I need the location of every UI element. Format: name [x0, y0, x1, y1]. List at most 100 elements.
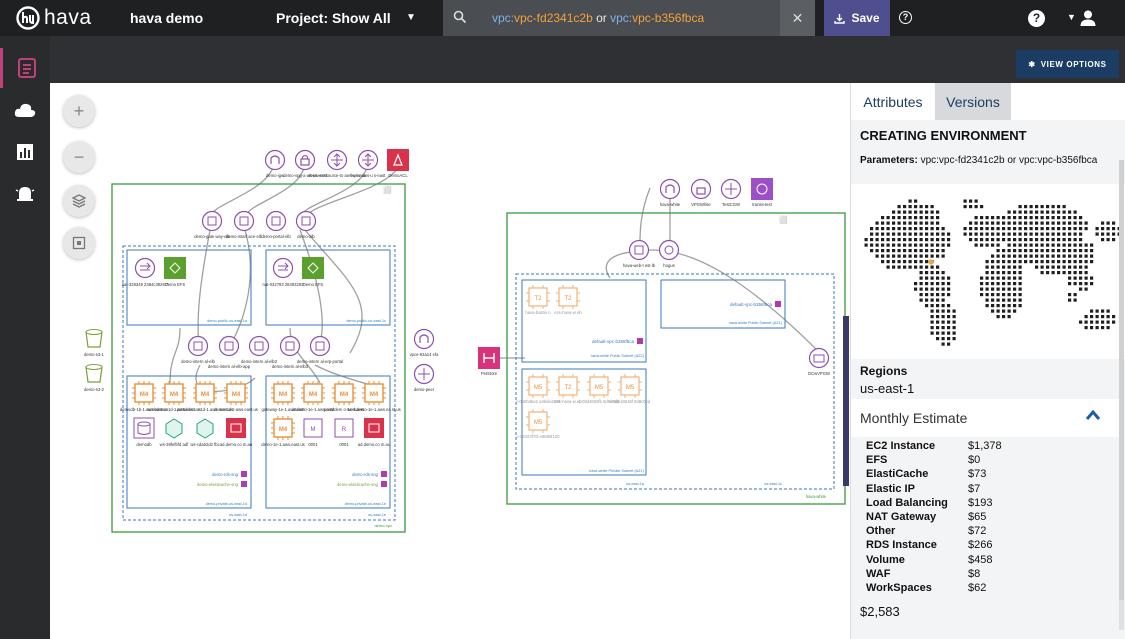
- map-dot: [975, 222, 978, 225]
- help-circle-icon[interactable]: ?: [899, 11, 912, 24]
- cost-value: $193: [968, 497, 992, 509]
- hava-logo[interactable]: hava: [16, 6, 92, 30]
- map-dot: [1090, 315, 1093, 318]
- label-transit-test: transit-test: [752, 202, 772, 207]
- cost-value: $7: [968, 483, 980, 495]
- map-dot: [1013, 288, 1016, 291]
- save-button[interactable]: Save: [824, 0, 890, 36]
- question-icon[interactable]: ?: [1028, 10, 1045, 27]
- map-dot: [1085, 227, 1088, 230]
- caret-down-icon[interactable]: ▼: [406, 12, 416, 23]
- map-dot: [931, 216, 934, 219]
- query-value-2: vpc-b356fbca: [632, 11, 704, 25]
- view-options-button[interactable]: ✱ VIEW OPTIONS: [1016, 50, 1119, 78]
- map-dot: [1024, 205, 1027, 208]
- map-dot: [1024, 249, 1027, 252]
- map-dot: [975, 200, 978, 203]
- map-dot: [1107, 238, 1110, 241]
- panel-splitter[interactable]: [843, 316, 849, 486]
- map-dot: [1030, 222, 1033, 225]
- map-dot: [870, 244, 873, 247]
- cost-value: $65: [968, 511, 986, 523]
- map-dot: [892, 211, 895, 214]
- sg-default-1: default-vpc-b356fbca: [592, 339, 635, 344]
- account-name[interactable]: hava demo: [130, 10, 203, 26]
- map-dot: [1068, 249, 1071, 252]
- map-dot: [925, 249, 928, 252]
- nav-alerts[interactable]: [0, 174, 50, 214]
- tab-attributes[interactable]: Attributes: [851, 83, 935, 120]
- map-dot: [1008, 271, 1011, 274]
- clear-search-icon[interactable]: ✕: [780, 0, 815, 36]
- map-dot: [909, 222, 912, 225]
- tab-versions[interactable]: Versions: [935, 83, 1011, 120]
- map-dot: [909, 200, 912, 203]
- search-input[interactable]: vpc:vpc-fd2341c2b or vpc:vpc-b356fbca: [492, 11, 704, 25]
- nav-reports[interactable]: [0, 132, 50, 172]
- map-dot: [1068, 299, 1071, 302]
- map-dot: [1057, 249, 1060, 252]
- search-box[interactable]: vpc:vpc-fd2341c2b or vpc:vpc-b356fbca ✕: [443, 0, 815, 36]
- map-dot: [903, 233, 906, 236]
- label-s3-2: demo-s3-2: [84, 387, 105, 392]
- expand-icon[interactable]: ⬜: [383, 185, 392, 194]
- map-dot: [980, 227, 983, 230]
- map-dot: [1035, 266, 1038, 269]
- map-dot: [942, 299, 945, 302]
- map-dot: [997, 238, 1000, 241]
- diagram-canvas[interactable]: + − M4: [50, 83, 847, 639]
- map-dot: [931, 288, 934, 291]
- scrollbar-thumb[interactable]: [1119, 160, 1124, 600]
- map-dot: [1035, 244, 1038, 247]
- chevron-down-icon[interactable]: ▼: [1067, 12, 1076, 22]
- map-dot: [1074, 222, 1077, 225]
- vpc-hava-white[interactable]: hava-white ⬜ hava-white VPGWhite TestCGW…: [507, 178, 845, 504]
- map-dot: [969, 200, 972, 203]
- nav-diagrams[interactable]: [0, 48, 50, 88]
- label-directory-1: ad.demo.co m.au: [220, 442, 253, 447]
- map-dot: [920, 260, 923, 263]
- map-dot: [1019, 277, 1022, 280]
- map-dot: [1057, 211, 1060, 214]
- map-dot: [892, 244, 895, 247]
- expand-icon-right[interactable]: ⬜: [779, 215, 788, 224]
- map-dot: [909, 260, 912, 263]
- label-cache-1: 0001: [308, 442, 318, 447]
- map-dot: [991, 266, 994, 269]
- map-dot: [931, 304, 934, 307]
- map-dot: [1063, 244, 1066, 247]
- map-dot: [1013, 227, 1016, 230]
- map-dot: [1063, 227, 1066, 230]
- map-dot: [1085, 321, 1088, 324]
- map-dot: [1046, 266, 1049, 269]
- user-icon[interactable]: [1079, 9, 1097, 27]
- s3-buckets[interactable]: demo-s3-1 demo-s3-2: [84, 330, 105, 393]
- map-dot: [1074, 282, 1077, 285]
- regions-label: Regions: [860, 364, 907, 378]
- map-dot: [1019, 299, 1022, 302]
- chevron-up-icon[interactable]: [1085, 409, 1101, 421]
- panel-scrollbar[interactable]: [1119, 160, 1124, 630]
- map-dot: [986, 293, 989, 296]
- svg-text:M5: M5: [595, 385, 604, 391]
- cost-name: Other: [866, 525, 895, 537]
- vpc-endpoints[interactable]: vpce-93a14 efa demo-peer: [410, 330, 440, 393]
- vpc-demo[interactable]: demo-vpc ⬜ demo-igw demo-vpg-a ws-us-eas…: [112, 149, 409, 532]
- map-dot: [969, 233, 972, 236]
- map-dot: [920, 227, 923, 230]
- label-acl: DemoACL: [388, 173, 408, 178]
- map-dot: [931, 293, 934, 296]
- map-dot: [1019, 304, 1022, 307]
- diagram-toolbar: ✱ VIEW OPTIONS: [50, 36, 1125, 83]
- nav-cloud[interactable]: [0, 90, 50, 130]
- map-dot: [991, 233, 994, 236]
- project-selector[interactable]: Project: Show All: [276, 10, 391, 26]
- map-dot: [1002, 255, 1005, 258]
- map-dot: [942, 288, 945, 291]
- infrastructure-diagram[interactable]: M4: [50, 83, 847, 639]
- map-dot: [931, 227, 934, 230]
- map-dot: [898, 222, 901, 225]
- map-dot: [1046, 211, 1049, 214]
- monthly-estimate-header[interactable]: Monthly Estimate: [851, 399, 1121, 437]
- map-dot: [876, 238, 879, 241]
